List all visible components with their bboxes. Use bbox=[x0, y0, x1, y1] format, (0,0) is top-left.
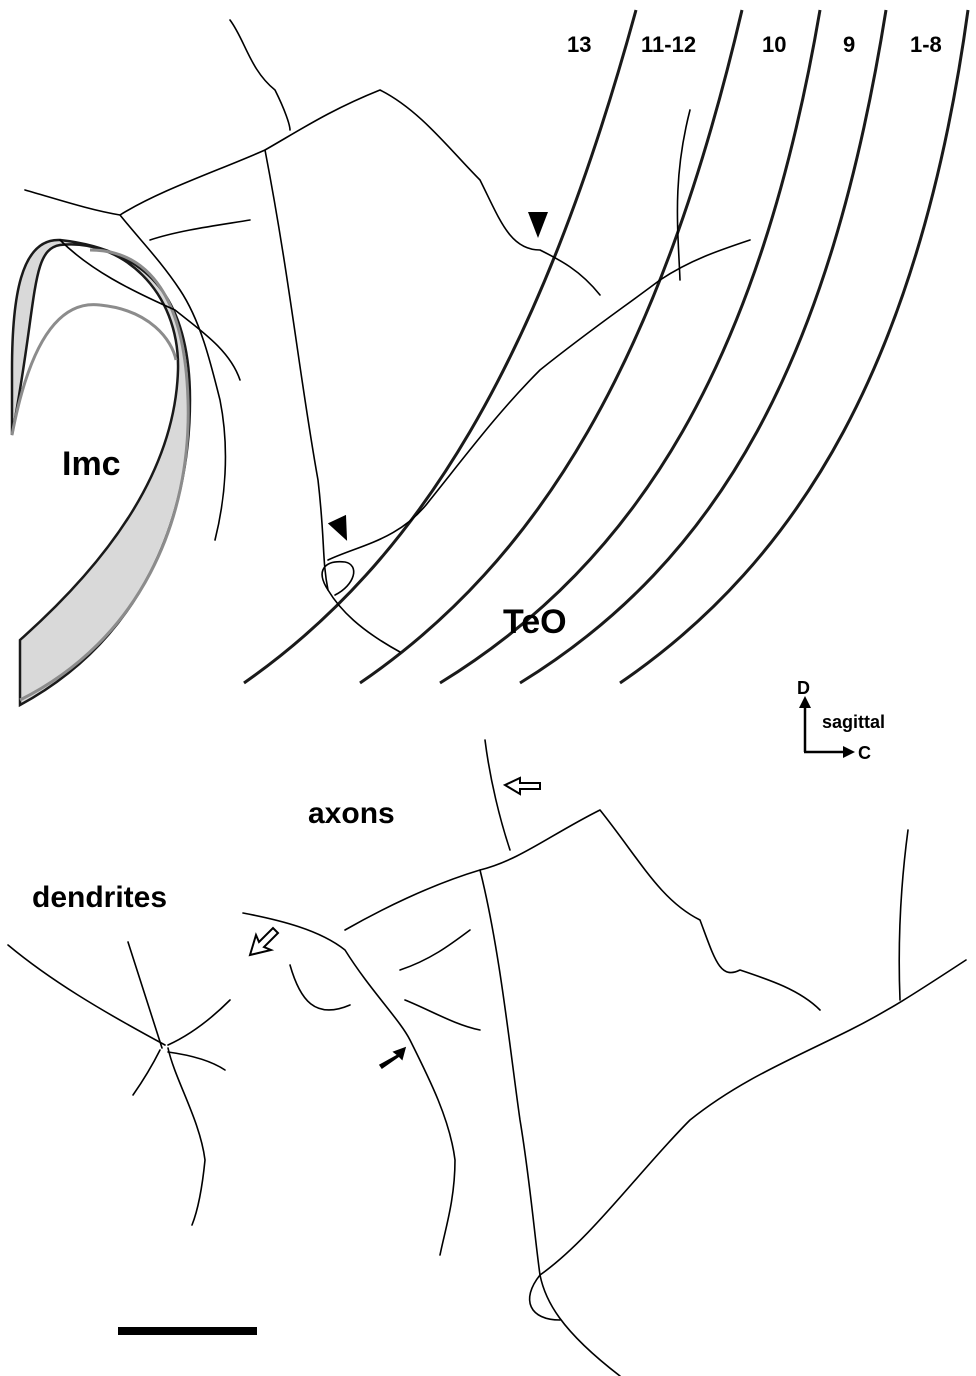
axons-label: axons bbox=[308, 797, 395, 830]
dendrites-label: dendrites bbox=[32, 881, 167, 914]
axon-deep-branch bbox=[540, 960, 966, 1275]
imc-inner-curve bbox=[12, 305, 176, 435]
layer-boundary-11-12 bbox=[360, 10, 742, 683]
axon-vertical-branch-right bbox=[899, 830, 908, 1000]
open-arrow-dorsal-icon bbox=[505, 778, 540, 794]
layer-label-11-12: 11-12 bbox=[641, 32, 696, 57]
bottom-panel: axons dendrites bbox=[8, 740, 966, 1376]
axon-collateral-a bbox=[290, 965, 350, 1010]
imc-collateral-2 bbox=[150, 220, 250, 240]
axon-horizontal bbox=[345, 810, 820, 1010]
imc-collateral-1 bbox=[60, 240, 240, 380]
dendrite-2 bbox=[128, 942, 162, 1048]
axon-collateral-b bbox=[400, 930, 470, 970]
axon-vertical-trunk bbox=[480, 870, 620, 1376]
dorsal-label: D bbox=[797, 678, 810, 698]
dendritic-tree bbox=[8, 942, 230, 1225]
plane-label: sagittal bbox=[822, 712, 885, 732]
dendrite-3 bbox=[168, 1000, 230, 1045]
layer-boundary-13 bbox=[244, 10, 636, 683]
axon-tree bbox=[243, 740, 966, 1376]
filled-arrow-icon bbox=[380, 1048, 405, 1068]
dorsal-axon-branch bbox=[120, 90, 600, 295]
layer-boundary-9 bbox=[520, 10, 886, 683]
teo-label: TeO bbox=[503, 603, 567, 641]
ascending-fibre bbox=[230, 20, 290, 130]
orientation-key: D sagittal C bbox=[797, 678, 885, 763]
layer-label-1-8: 1-8 bbox=[910, 32, 942, 57]
dendrite-5 bbox=[133, 1050, 160, 1095]
axon-collateral-c bbox=[405, 1000, 480, 1030]
tectal-layer-boundaries bbox=[244, 10, 968, 683]
dendrite-1 bbox=[8, 945, 165, 1045]
dendrite-4 bbox=[168, 1048, 205, 1225]
layer-label-9: 9 bbox=[843, 32, 855, 57]
dendrite-6 bbox=[168, 1052, 225, 1070]
arrowhead-marker-upper bbox=[528, 212, 548, 238]
axon-trunk-left bbox=[243, 913, 455, 1255]
vertical-branch bbox=[677, 110, 690, 280]
caudal-label: C bbox=[858, 743, 871, 763]
top-panel: Imc TeO 13 11-12 10 9 1-8 bbox=[12, 10, 968, 705]
caudal-arrowhead-icon bbox=[843, 746, 855, 758]
axon-dorsal-fibre bbox=[485, 740, 510, 850]
layer-label-13: 13 bbox=[567, 32, 591, 57]
imc-label: Imc bbox=[62, 445, 121, 483]
main-axon-trunk bbox=[265, 150, 400, 652]
layer-label-10: 10 bbox=[762, 32, 786, 57]
scale-bar bbox=[118, 1327, 257, 1335]
deep-layer-axon bbox=[328, 240, 750, 560]
open-arrow-left-icon bbox=[250, 928, 278, 955]
layer-boundary-1-8 bbox=[620, 10, 968, 683]
arrowhead-marker-lower bbox=[328, 515, 356, 545]
